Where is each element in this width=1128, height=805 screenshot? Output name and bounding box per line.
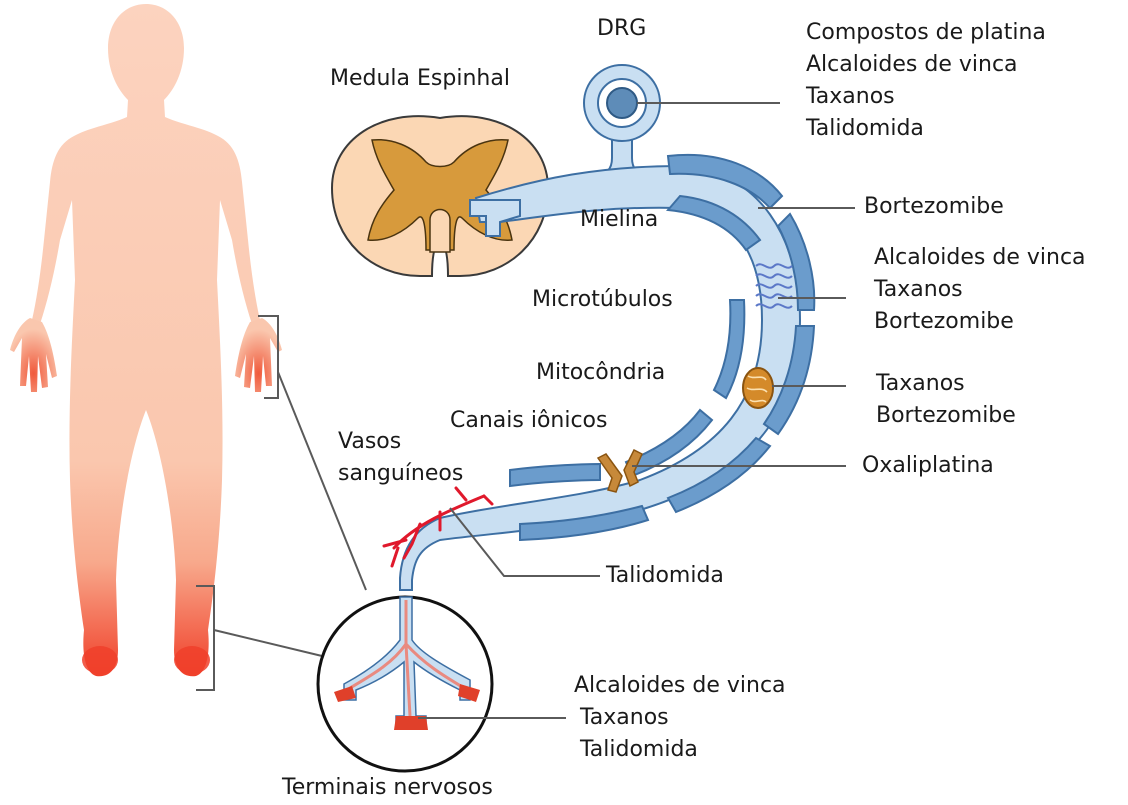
drg-nucleus [607, 88, 637, 118]
label-mitochondria: Mitocôndria [536, 357, 665, 389]
drug-group-blood-vessels: Talidomida [606, 560, 724, 592]
label-microtubules: Microtúbulos [532, 284, 673, 316]
left-hand [10, 318, 57, 392]
right-hand [235, 318, 282, 392]
spinal-cord-central-canal [430, 210, 450, 253]
drug-name: Alcaloides de vinca [874, 242, 1086, 274]
drug-name: Taxanos [806, 81, 1046, 113]
drug-group-ion-channels: Oxaliplatina [862, 450, 994, 482]
drug-name: Bortezomibe [864, 191, 1004, 223]
right-foot [174, 646, 210, 674]
drug-group-microtubules: Alcaloides de vinca Taxanos Bortezomibe [874, 242, 1086, 338]
drug-group-mitochondria: Taxanos Bortezomibe [876, 368, 1016, 432]
drug-name: Taxanos [874, 274, 1086, 306]
drug-name: Taxanos [574, 702, 786, 734]
mitochondrion-icon [743, 368, 773, 408]
drug-group-nerve-terminals: Alcaloides de vinca Taxanos Talidomida [574, 670, 786, 766]
label-blood-vessels-line: Vasos [338, 426, 463, 458]
label-drg: DRG [597, 13, 646, 45]
drug-name: Taxanos [876, 368, 1016, 400]
foot-callout-line [214, 630, 322, 656]
left-foot [82, 646, 118, 674]
drug-name: Talidomida [574, 734, 786, 766]
body-silhouette [32, 4, 260, 676]
myelin-segment [714, 300, 744, 398]
drug-name: Bortezomibe [874, 306, 1086, 338]
drug-name: Oxaliplatina [862, 450, 994, 482]
label-blood-vessels-line: sanguíneos [338, 458, 463, 490]
label-blood-vessels: Vasos sanguíneos [338, 426, 463, 490]
drug-name: Talidomida [606, 560, 724, 592]
label-ion-channels: Canais iônicos [450, 405, 607, 437]
drug-group-myelin: Bortezomibe [864, 191, 1004, 223]
drug-name: Compostos de platina [806, 17, 1046, 49]
label-nerve-terminals: Terminais nervosos [282, 772, 493, 804]
human-body-figure [10, 4, 282, 676]
label-myelin: Mielina [580, 204, 658, 236]
myelin-segment [510, 464, 600, 486]
drug-name: Talidomida [806, 113, 1046, 145]
drug-name: Alcaloides de vinca [574, 670, 786, 702]
drug-group-drg: Compostos de platina Alcaloides de vinca… [806, 17, 1046, 145]
drug-name: Alcaloides de vinca [806, 49, 1046, 81]
nerve-terminals-magnified [318, 597, 492, 771]
label-spinal-cord: Medula Espinhal [330, 63, 510, 95]
drug-name: Bortezomibe [876, 400, 1016, 432]
